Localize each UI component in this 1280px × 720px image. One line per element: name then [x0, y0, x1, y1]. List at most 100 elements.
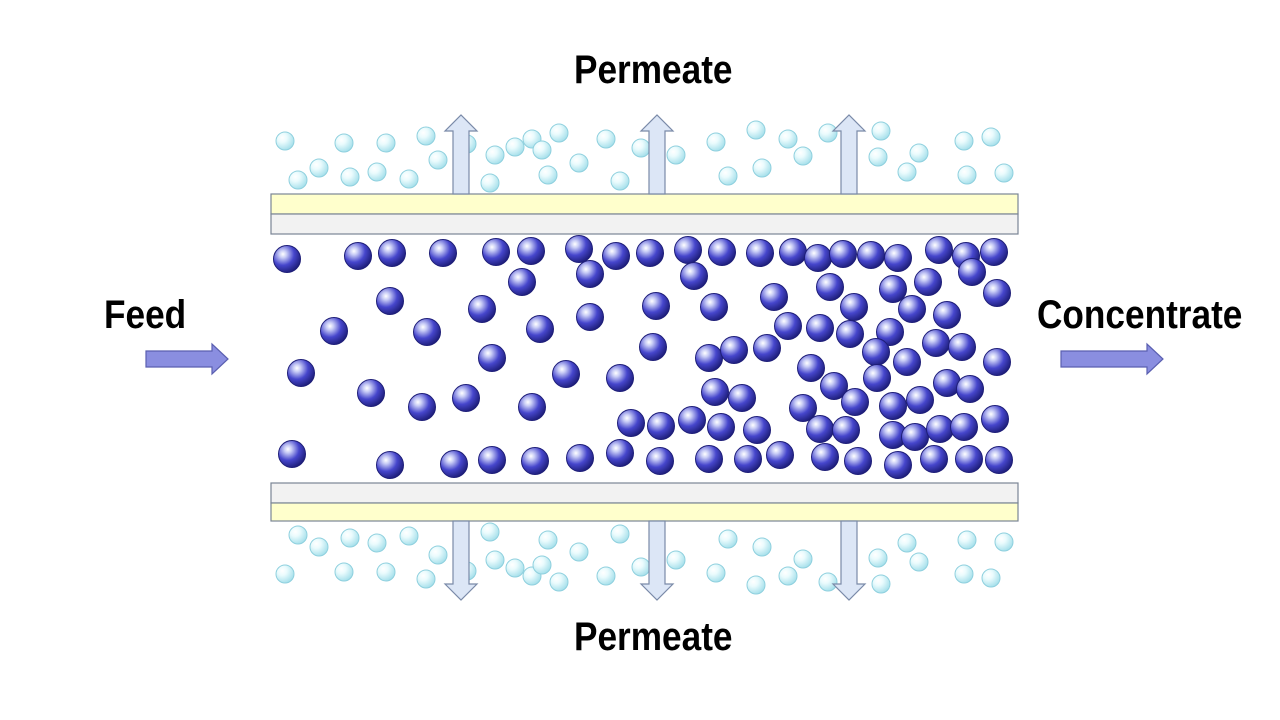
- retained-particle: [576, 303, 604, 331]
- retained-particle: [576, 260, 604, 288]
- retained-particle: [933, 301, 961, 329]
- retained-particle: [701, 378, 729, 406]
- retained-particle: [646, 447, 674, 475]
- retained-particle: [606, 439, 634, 467]
- permeate-particle: [778, 129, 798, 149]
- permeate-particles-top: [275, 120, 1014, 193]
- permeate-particle: [818, 123, 838, 143]
- permeate-particle: [868, 147, 888, 167]
- retained-particle: [876, 318, 904, 346]
- retained-particle: [983, 279, 1011, 307]
- permeate-particle: [706, 132, 726, 152]
- permeate-particle: [818, 572, 838, 592]
- permeate-particle: [897, 533, 917, 553]
- permeate-particle: [275, 131, 295, 151]
- permeate-particle: [954, 564, 974, 584]
- retained-particle: [844, 447, 872, 475]
- retained-particle: [760, 283, 788, 311]
- lower-membrane-active-layer: [270, 502, 1019, 522]
- permeate-particle: [954, 131, 974, 151]
- retained-particle: [840, 293, 868, 321]
- retained-particle: [898, 295, 926, 323]
- retained-particle: [728, 384, 756, 412]
- retained-particle: [482, 238, 510, 266]
- retained-particle: [468, 295, 496, 323]
- permeate-particle: [367, 533, 387, 553]
- retained-particle: [695, 344, 723, 372]
- retained-particle: [344, 242, 372, 270]
- retained-particle: [914, 268, 942, 296]
- permeate-particle: [480, 522, 500, 542]
- retained-particle: [743, 416, 771, 444]
- permeate-particle: [666, 145, 686, 165]
- retained-particle: [647, 412, 675, 440]
- retained-particle: [429, 239, 457, 267]
- retained-particle: [708, 238, 736, 266]
- permeate-particle: [596, 566, 616, 586]
- permeate-particle: [631, 138, 651, 158]
- upper-membrane: [270, 193, 1019, 235]
- retained-particle: [857, 241, 885, 269]
- retained-particle: [320, 317, 348, 345]
- retained-particle: [829, 240, 857, 268]
- retained-particle: [920, 445, 948, 473]
- retained-particle: [893, 348, 921, 376]
- permeate-particle: [569, 542, 589, 562]
- permeate-particle: [485, 550, 505, 570]
- permeate-particle: [957, 530, 977, 550]
- retained-particle: [836, 320, 864, 348]
- retained-particle: [774, 312, 802, 340]
- retained-particle: [779, 238, 807, 266]
- permeate-particle: [309, 537, 329, 557]
- permeate-particle: [399, 169, 419, 189]
- retained-particle: [879, 392, 907, 420]
- retained-particle: [287, 359, 315, 387]
- permeate-particle: [981, 127, 1001, 147]
- retained-particle: [376, 451, 404, 479]
- retained-particle: [922, 329, 950, 357]
- permeate-particle: [340, 167, 360, 187]
- retained-particle: [806, 314, 834, 342]
- permeate-particle: [746, 575, 766, 595]
- retained-particle: [948, 333, 976, 361]
- retained-particle: [378, 239, 406, 267]
- permeate-particle: [275, 564, 295, 584]
- permeate-particle: [994, 163, 1014, 183]
- retained-particle: [642, 292, 670, 320]
- permeate-particle: [596, 129, 616, 149]
- retained-particle: [983, 348, 1011, 376]
- retained-particle: [413, 318, 441, 346]
- lower-membrane: [270, 482, 1019, 522]
- permeate-particle: [288, 525, 308, 545]
- retained-particle: [884, 244, 912, 272]
- permeate-particle: [532, 555, 552, 575]
- permeate-particle: [793, 146, 813, 166]
- retained-particle: [674, 236, 702, 264]
- retained-particle: [797, 354, 825, 382]
- permeate-particle: [367, 162, 387, 182]
- permeate-particle: [793, 549, 813, 569]
- retained-particle: [695, 445, 723, 473]
- retained-particle: [565, 235, 593, 263]
- arrow-up-icon: [831, 114, 867, 195]
- permeate-particle: [994, 532, 1014, 552]
- retained-particle: [566, 444, 594, 472]
- permeate-particle: [309, 158, 329, 178]
- retained-particle: [273, 245, 301, 273]
- retained-particle: [700, 293, 728, 321]
- retained-particle: [508, 268, 536, 296]
- permeate-particle: [666, 550, 686, 570]
- permeate-particle: [376, 562, 396, 582]
- permeate-arrows-down: [443, 520, 867, 601]
- upper-membrane-active-layer: [270, 193, 1019, 215]
- retained-particle: [478, 344, 506, 372]
- arrow-up-icon: [443, 114, 479, 195]
- retained-particle: [841, 388, 869, 416]
- arrow-up-icon: [639, 114, 675, 195]
- retained-particle: [452, 384, 480, 412]
- retained-particle: [606, 364, 634, 392]
- retained-particle: [617, 409, 645, 437]
- permeate-particle: [505, 558, 525, 578]
- retained-particle: [811, 443, 839, 471]
- retained-particle: [832, 416, 860, 444]
